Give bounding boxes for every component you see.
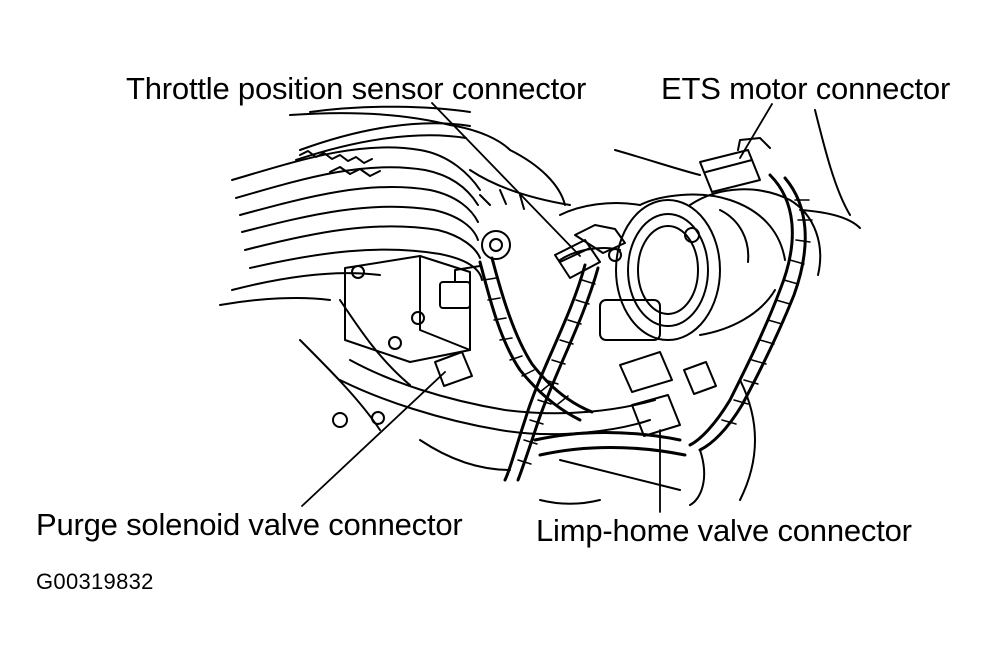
wiring-harness xyxy=(478,173,807,482)
ets-connector xyxy=(699,137,771,193)
limp-home-connector xyxy=(619,351,717,437)
leader-tps xyxy=(431,102,581,257)
leader-ets xyxy=(739,103,773,159)
purge-solenoid-bracket xyxy=(344,255,481,363)
throttle-body xyxy=(559,188,822,341)
purge-connector xyxy=(434,351,473,387)
lower-hose xyxy=(299,299,681,491)
ets-motor-label: ETS motor connector xyxy=(661,71,951,106)
intake-manifold xyxy=(219,105,511,306)
harness-ribs xyxy=(483,199,813,465)
tps-connector xyxy=(554,239,601,279)
figure-id: G00319832 xyxy=(36,569,154,594)
leader-purge xyxy=(301,371,446,507)
purge-solenoid-valve-label: Purge solenoid valve connector xyxy=(36,507,463,542)
limp-home-valve-label: Limp-home valve connector xyxy=(536,513,912,548)
leader-lines xyxy=(301,102,773,513)
throttle-position-sensor-label: Throttle position sensor connector xyxy=(126,71,587,106)
